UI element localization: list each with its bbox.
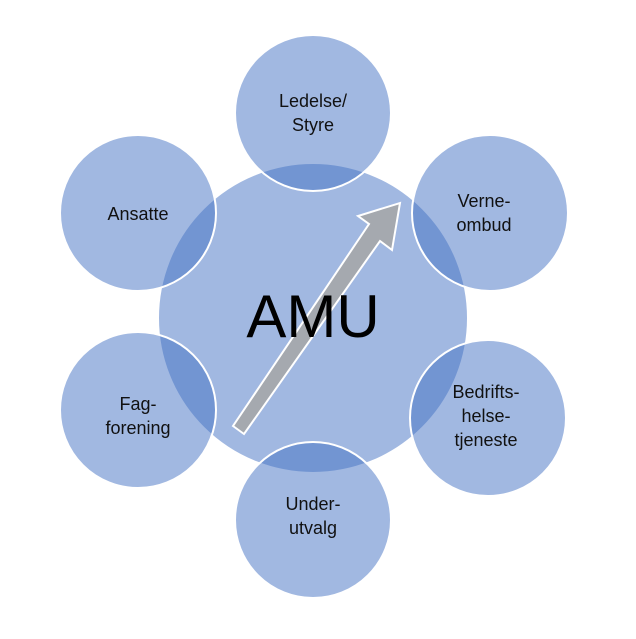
- node-label: Under-: [285, 494, 340, 514]
- node-circle-bedriftshelsetjeneste: [409, 339, 567, 497]
- center-label: AMU: [246, 283, 379, 350]
- node-label: tjeneste: [454, 430, 517, 450]
- node-label: Fag-: [119, 394, 156, 414]
- node-label: Bedrifts-: [452, 382, 519, 402]
- arrow-icon: [231, 201, 402, 436]
- node-label: Styre: [292, 115, 334, 135]
- node-label: forening: [105, 418, 170, 438]
- node-label: Ansatte: [107, 204, 168, 224]
- node-circle-ansatte: [59, 134, 217, 292]
- node-label: helse-: [461, 406, 510, 426]
- node-label: Ledelse/: [279, 91, 347, 111]
- node-circle-verneombud: [411, 134, 569, 292]
- node-circle-fagforening: [59, 331, 217, 489]
- node-circle-underutvalg: [234, 441, 392, 599]
- node-circle-ledelse: [234, 34, 392, 192]
- node-label: Verne-: [457, 191, 510, 211]
- node-label: ombud: [456, 215, 511, 235]
- node-label: utvalg: [289, 518, 337, 538]
